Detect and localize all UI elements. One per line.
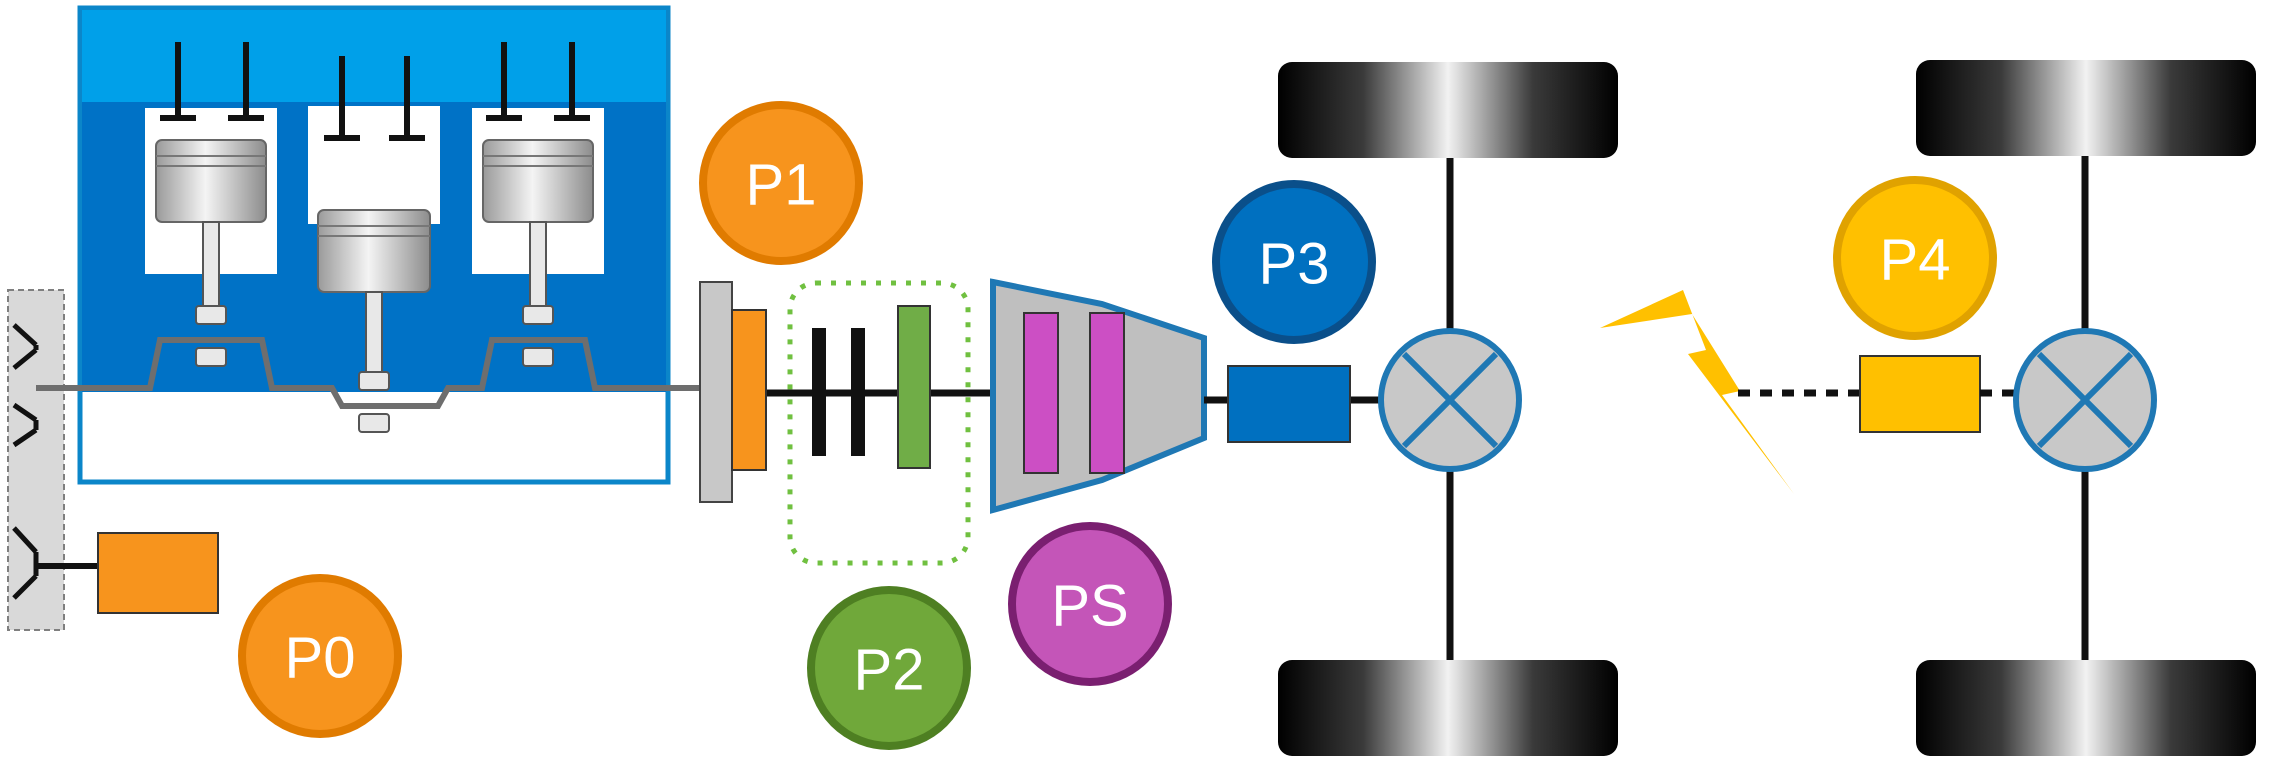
- crank-pulley-icon: [12, 323, 39, 370]
- front-wheel-top: [1278, 62, 1618, 158]
- flywheel: [699, 281, 733, 503]
- piston-1: [155, 139, 267, 223]
- rear-axle: [1916, 60, 2256, 756]
- ps-gear-1: [1023, 312, 1059, 474]
- p1-motor: [731, 309, 767, 471]
- p4-motor: [1859, 355, 1981, 433]
- cylinder-head: [82, 10, 666, 102]
- cylinder-2: [308, 106, 440, 224]
- pistons: [155, 139, 594, 293]
- ps-gear-2: [1089, 312, 1125, 474]
- badge-p4: P4: [1833, 176, 1997, 340]
- badge-p3: P3: [1212, 180, 1376, 344]
- p2-motor: [897, 305, 931, 469]
- rear-wheel-top: [1916, 60, 2256, 156]
- rear-wheel-bottom: [1916, 660, 2256, 756]
- badge-p1: P1: [699, 101, 863, 265]
- rear-differential: [2013, 328, 2157, 472]
- crank-pins: [195, 347, 554, 433]
- badge-p2-label: P2: [854, 638, 925, 703]
- badge-ps-label: PS: [1051, 574, 1128, 639]
- gearbox: [990, 278, 1207, 514]
- front-wheel-bottom: [1278, 660, 1618, 756]
- valves: [160, 42, 590, 141]
- p2-module: [787, 280, 971, 566]
- badge-p0-label: P0: [285, 626, 356, 691]
- clutch-plate-1: [812, 328, 826, 456]
- p3-motor: [1227, 365, 1351, 443]
- crank-pulley-lower-icon: [12, 402, 39, 448]
- connecting-rods: [195, 221, 554, 391]
- clutch-plate-2: [851, 328, 865, 456]
- front-differential: [1378, 328, 1522, 472]
- badge-p0: P0: [238, 574, 402, 738]
- piston-3: [482, 139, 594, 223]
- badge-p1-label: P1: [746, 153, 817, 218]
- badge-p3-label: P3: [1259, 232, 1330, 297]
- engine: [36, 5, 700, 485]
- badge-p2: P2: [807, 586, 971, 750]
- p2-dotted-box: [787, 280, 971, 566]
- front-axle: [1278, 62, 1618, 756]
- belt-drive: [7, 289, 219, 631]
- piston-2: [317, 209, 431, 293]
- crankshaft: [36, 337, 700, 409]
- badge-p4-label: P4: [1880, 228, 1951, 293]
- p0-motor: [97, 532, 219, 614]
- badge-ps: PS: [1008, 522, 1172, 686]
